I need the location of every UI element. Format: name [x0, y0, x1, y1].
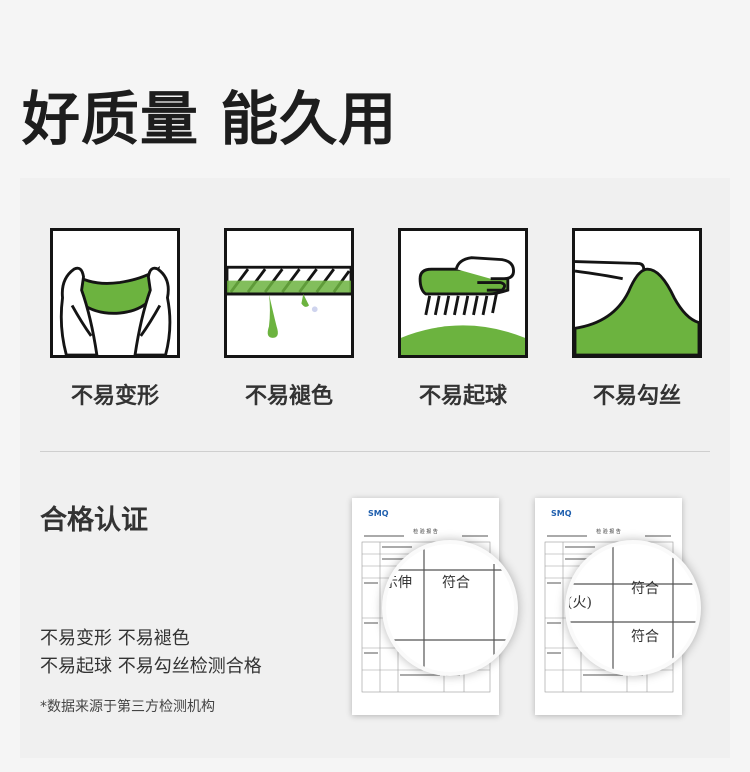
brush-on-fabric-icon	[398, 228, 528, 358]
feature-label: 不易起球	[418, 384, 507, 409]
hands-stretching-fabric-icon	[50, 228, 180, 358]
report-title: 检 验 报 告	[413, 529, 438, 535]
certification-line-2: 不易起球 不易勾丝检测合格	[40, 656, 262, 677]
test-report-2: SMQ 检 验 报 告 (火) 符合 符合	[535, 498, 701, 715]
twisted-rope-dripping-icon	[224, 228, 354, 358]
magnifier-lens: (火) 符合 符合	[565, 540, 701, 676]
page-title: 好质量 能久用	[22, 85, 398, 153]
magnifier-lens: 示伸 符合	[382, 540, 518, 676]
magnified-text: 符合	[631, 629, 659, 645]
feature-anti-pilling: 不易起球	[395, 228, 531, 410]
test-report-1: SMQ 检 验 报 告 示伸 符合	[352, 498, 518, 715]
magnified-text: 符合	[442, 575, 470, 591]
fabric-snag-icon	[572, 228, 702, 358]
content-panel: 不易变形 不易褪色	[20, 178, 730, 758]
report-title: 检 验 报 告	[596, 529, 621, 535]
report-brand-logo: SMQ	[551, 509, 572, 518]
feature-colorfast: 不易褪色	[221, 228, 357, 410]
feature-anti-deformation: 不易变形	[47, 228, 183, 410]
magnified-text: 符合	[631, 581, 659, 597]
divider	[40, 451, 710, 452]
magnified-text: (火)	[567, 595, 592, 611]
certification-title: 合格认证	[40, 505, 148, 536]
certification-line-1: 不易变形 不易褪色	[40, 628, 190, 649]
feature-label: 不易勾丝	[592, 384, 681, 409]
magnified-text: 示伸	[384, 575, 412, 591]
report-brand-logo: SMQ	[368, 509, 389, 518]
feature-label: 不易褪色	[244, 384, 333, 409]
certification-note: *数据来源于第三方检测机构	[40, 699, 215, 715]
feature-label: 不易变形	[70, 384, 159, 409]
feature-anti-snag: 不易勾丝	[569, 228, 705, 410]
